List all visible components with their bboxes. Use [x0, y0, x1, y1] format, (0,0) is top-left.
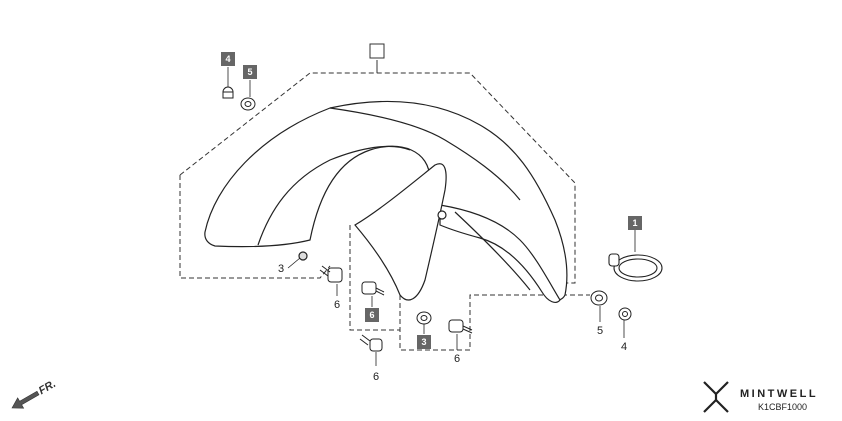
svg-text:FR.: FR. — [37, 378, 58, 397]
front-direction-arrow-icon: FR. — [11, 378, 58, 409]
nut-part-4-right — [618, 307, 632, 321]
front-fender — [204, 100, 568, 303]
callout-1-box: 1 — [628, 216, 642, 230]
fender-center-panel — [354, 163, 447, 301]
callout-5-right: 5 — [597, 325, 603, 337]
fender-mount-hole — [437, 210, 447, 220]
top-parts — [222, 86, 256, 111]
grommet-part-5-right — [590, 290, 608, 306]
svg-text:6: 6 — [369, 310, 374, 320]
callout-3-box: 3 — [417, 335, 431, 349]
bolt-part-6-a — [319, 265, 343, 283]
callout-5-top: 5 — [243, 65, 257, 79]
callout-3-left: 3 — [278, 263, 284, 275]
brand-name: MINTWELL — [740, 388, 818, 400]
mintwell-logo-icon — [703, 381, 729, 413]
fender-arch — [329, 107, 521, 201]
clamp-part-1 — [608, 253, 663, 282]
leader-lines — [227, 67, 636, 366]
assembly-outline — [179, 72, 590, 351]
callout-6-c: 6 — [454, 353, 460, 365]
svg-text:4: 4 — [225, 54, 230, 64]
callout-4-top: 4 — [221, 52, 235, 66]
assembly-box — [369, 43, 385, 59]
grommet-part-3-box — [416, 311, 432, 325]
fender-rear-section — [439, 204, 561, 303]
callout-4-right: 4 — [621, 341, 627, 353]
diagram-code: K1CBF1000 — [758, 402, 807, 412]
bolt-part-6-d — [448, 319, 473, 334]
callout-6-a: 6 — [334, 299, 340, 311]
bolts — [319, 265, 632, 352]
fender-mount-hole-small — [298, 251, 308, 261]
callout-6-b: 6 — [373, 371, 379, 383]
callout-6-box: 6 — [365, 308, 379, 322]
bolt-part-6-c — [359, 334, 383, 352]
svg-text:5: 5 — [247, 67, 252, 77]
bolt-part-6-b — [361, 281, 385, 296]
svg-text:3: 3 — [421, 337, 426, 347]
fender-edge-line — [257, 145, 411, 246]
fender-inner-curve — [454, 211, 531, 291]
svg-text:1: 1 — [632, 218, 637, 228]
